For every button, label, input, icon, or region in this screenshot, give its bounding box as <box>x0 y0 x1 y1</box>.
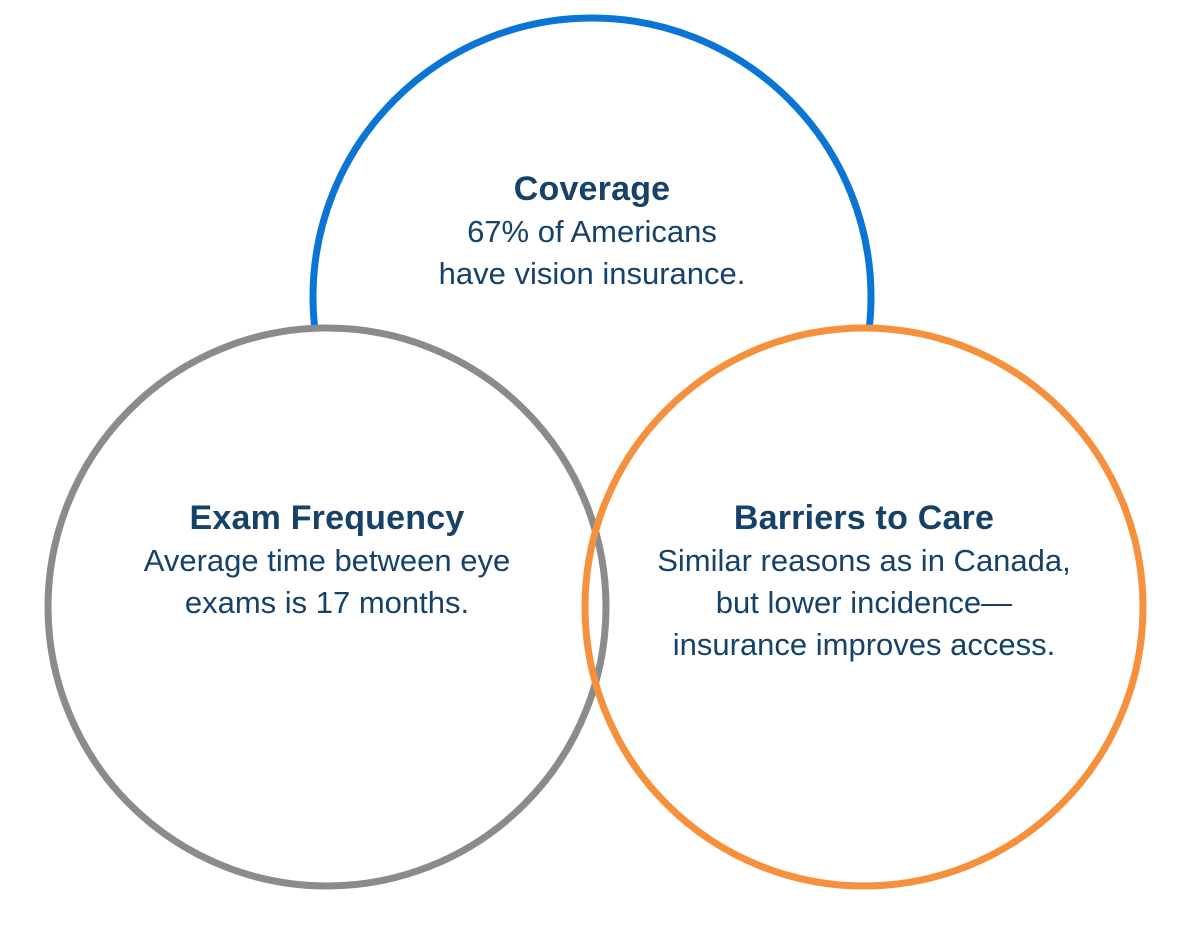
barriers-to-care-circle <box>581 324 1147 890</box>
exam-frequency-line-2: exams is 17 months. <box>184 585 470 620</box>
coverage-line-1: 67% of Americans <box>467 214 717 249</box>
exam-frequency-title: Exam Frequency <box>189 499 465 537</box>
barriers-to-care-line-3: insurance improves access. <box>672 627 1056 662</box>
exam-frequency-circle <box>44 324 610 890</box>
coverage-label: Coverage 67% of Americans have vision in… <box>312 167 872 295</box>
barriers-to-care-circle-fill <box>585 328 1143 886</box>
barriers-to-care-line-2: but lower incidence— <box>715 585 1013 620</box>
exam-frequency-line-1: Average time between eye <box>143 543 511 578</box>
exam-frequency-label: Exam Frequency Average time between eye … <box>47 496 607 624</box>
barriers-to-care-line-1: Similar reasons as in Canada, <box>657 543 1071 578</box>
exam-frequency-circle-fill <box>48 328 606 886</box>
barriers-to-care-label: Barriers to Care Similar reasons as in C… <box>584 496 1144 666</box>
barriers-to-care-title: Barriers to Care <box>733 499 995 537</box>
coverage-title: Coverage <box>513 170 671 208</box>
coverage-line-2: have vision insurance. <box>438 256 746 291</box>
